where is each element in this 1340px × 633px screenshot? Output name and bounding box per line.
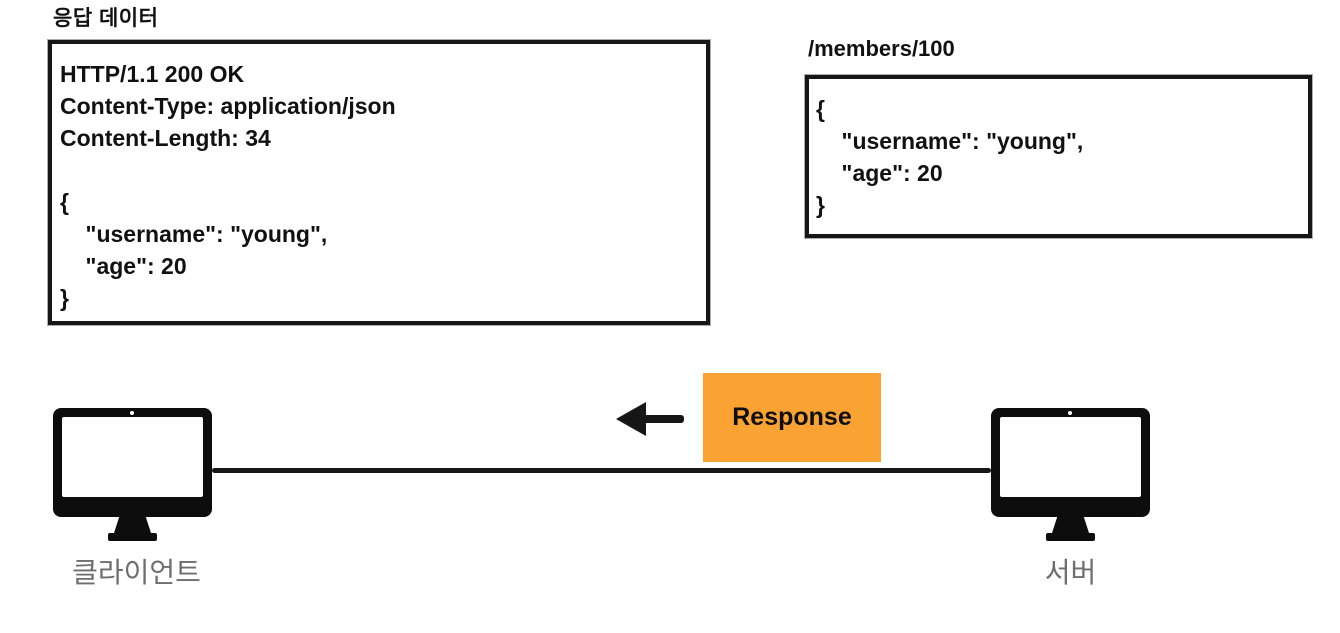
client-monitor-icon [53,408,212,541]
network-line [212,468,991,473]
monitor-frame [991,408,1150,517]
http-response-box: HTTP/1.1 200 OK Content-Type: applicatio… [48,40,710,325]
monitor-screen [1000,417,1141,497]
client-label: 클라이언트 [72,557,201,588]
monitor-base [108,533,157,541]
camera-dot-icon [130,411,134,415]
monitor-frame [53,408,212,517]
resource-json-box: { "username": "young", "age": 20 } [805,75,1312,238]
monitor-stand [114,517,151,533]
response-label: Response [732,403,852,431]
monitor-stand [1052,517,1089,533]
server-monitor-icon [991,408,1150,541]
monitor-base [1046,533,1095,541]
response-label-box: Response [703,373,881,462]
http-response-text: HTTP/1.1 200 OK Content-Type: applicatio… [60,61,396,311]
resource-json-text: { "username": "young", "age": 20 } [816,96,1084,218]
resource-path-label: /members/100 [808,36,955,61]
server-label: 서버 [1044,557,1097,588]
camera-dot-icon [1068,411,1072,415]
monitor-screen [62,417,203,497]
response-data-title: 응답 데이터 [53,7,159,30]
arrow-left-icon [616,402,684,436]
